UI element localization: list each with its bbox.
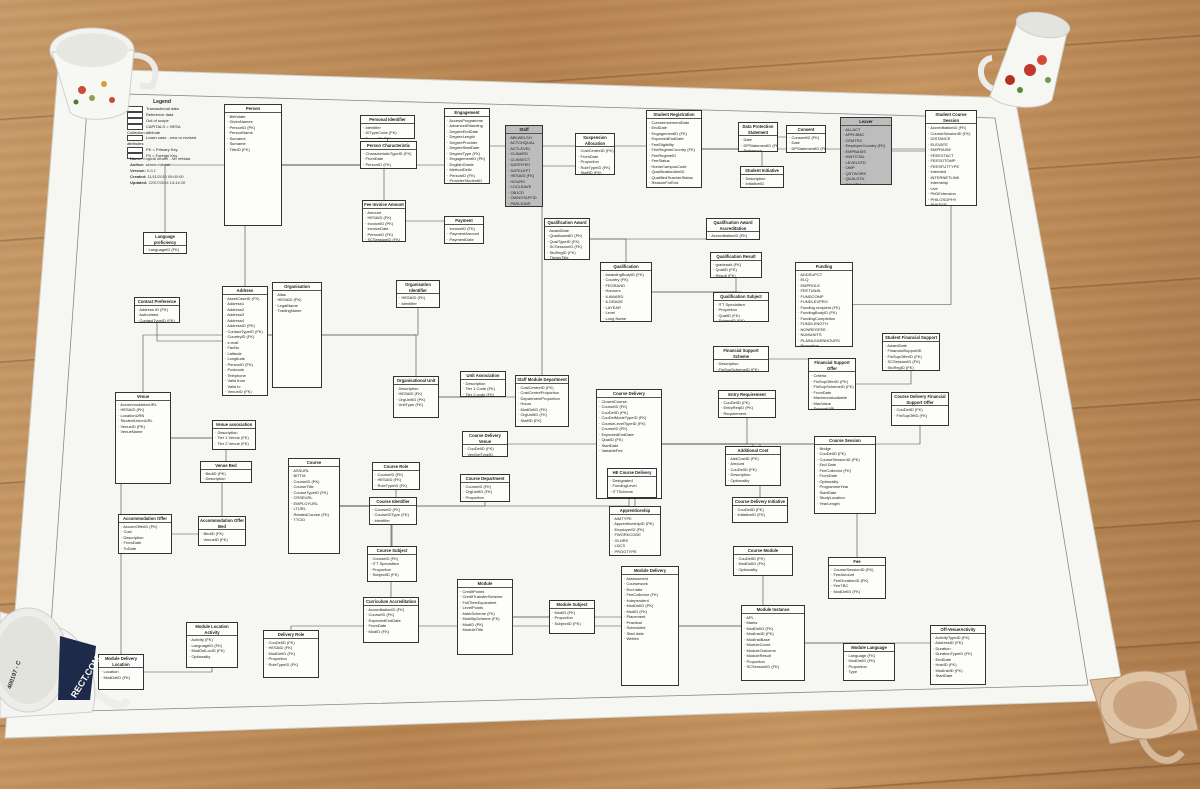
wooden-floor (0, 0, 1200, 789)
